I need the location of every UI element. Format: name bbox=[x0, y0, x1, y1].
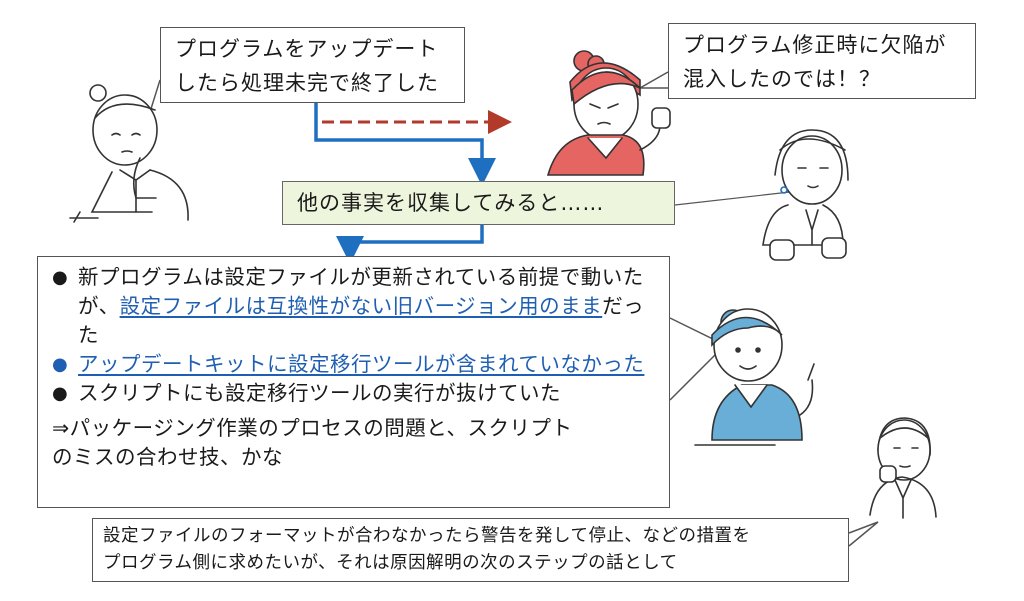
finding-item-1: ● 新プログラムは設定ファイルが更新されている前提で動いたが、設定ファイルは互換… bbox=[52, 263, 655, 350]
finding-item-3: ● スクリプトにも設定移行ツールの実行が抜けていた bbox=[52, 379, 655, 408]
nervous-person-illustration bbox=[762, 129, 849, 261]
bubble1-tail bbox=[149, 79, 161, 113]
findings-box: ● 新プログラムは設定ファイルが更新されている前提で動いたが、設定ファイルは互換… bbox=[37, 256, 670, 508]
next-step-comment-box: 設定ファイルのフォーマットが合わなかったら警告を発して停止、などの措置を プログ… bbox=[92, 518, 849, 582]
thinking-person-illustration bbox=[869, 417, 937, 519]
worried-person-illustration bbox=[69, 84, 189, 223]
bubble-line: したら処理未完で終了した bbox=[175, 71, 439, 95]
bullet-icon: ● bbox=[52, 354, 69, 375]
finding-text: スクリプトにも設定移行ツールの実行が抜けていた bbox=[78, 381, 561, 405]
comment-line: プログラム側に求めたいが、それは原因解明の次のステップの話として bbox=[103, 553, 678, 573]
fact-box-tail bbox=[674, 191, 791, 206]
problem-speech-bubble: プログラムをアップデート したら処理未完で終了した bbox=[160, 27, 465, 103]
blue-arrow-to-main bbox=[336, 225, 484, 264]
bullet-icon: ● bbox=[52, 383, 69, 404]
angry-person-illustration bbox=[546, 50, 671, 176]
finding-highlight: 設定ファイルは互換性がない旧バージョン用のまま bbox=[119, 294, 603, 318]
bullet-icon: ● bbox=[52, 267, 69, 288]
bubble2-tail bbox=[637, 71, 669, 89]
fact-box-text: 他の事実を収集してみると…… bbox=[297, 191, 605, 215]
conclusion-line: のミスの合わせ技、かな bbox=[52, 445, 283, 469]
bottom-box-tail bbox=[848, 521, 879, 547]
bubble-line: プログラムをアップデート bbox=[175, 37, 439, 61]
explaining-person-illustration bbox=[694, 308, 815, 446]
bubble-line: プログラム修正時に欠陥が bbox=[683, 33, 947, 57]
conclusion-line: ⇒パッケージング作業のプロセスの問題と、スクリプト bbox=[52, 416, 573, 440]
blue-arrow-to-fact bbox=[314, 103, 496, 186]
hypothesis-speech-bubble: プログラム修正時に欠陥が 混入したのでは！？ bbox=[668, 23, 976, 99]
finding-highlight: アップデートキットに設定移行ツールが含まれていなかった bbox=[78, 352, 645, 376]
finding-text-tail: だった bbox=[78, 294, 645, 347]
comment-line: 設定ファイルのフォーマットが合わなかったら警告を発して停止、などの措置を bbox=[103, 526, 751, 546]
bubble-line: 混入したのでは！？ bbox=[683, 67, 881, 91]
finding-text: 新プログラムは設定ファイルが更新されている前提で動いたが、 bbox=[78, 265, 644, 318]
conclusion-text: ⇒パッケージング作業のプロセスの問題と、スクリプト のミスの合わせ技、かな bbox=[52, 414, 655, 472]
fact-collection-box: 他の事実を収集してみると…… bbox=[282, 181, 675, 225]
finding-item-2: ● アップデートキットに設定移行ツールが含まれていなかった bbox=[52, 350, 655, 379]
